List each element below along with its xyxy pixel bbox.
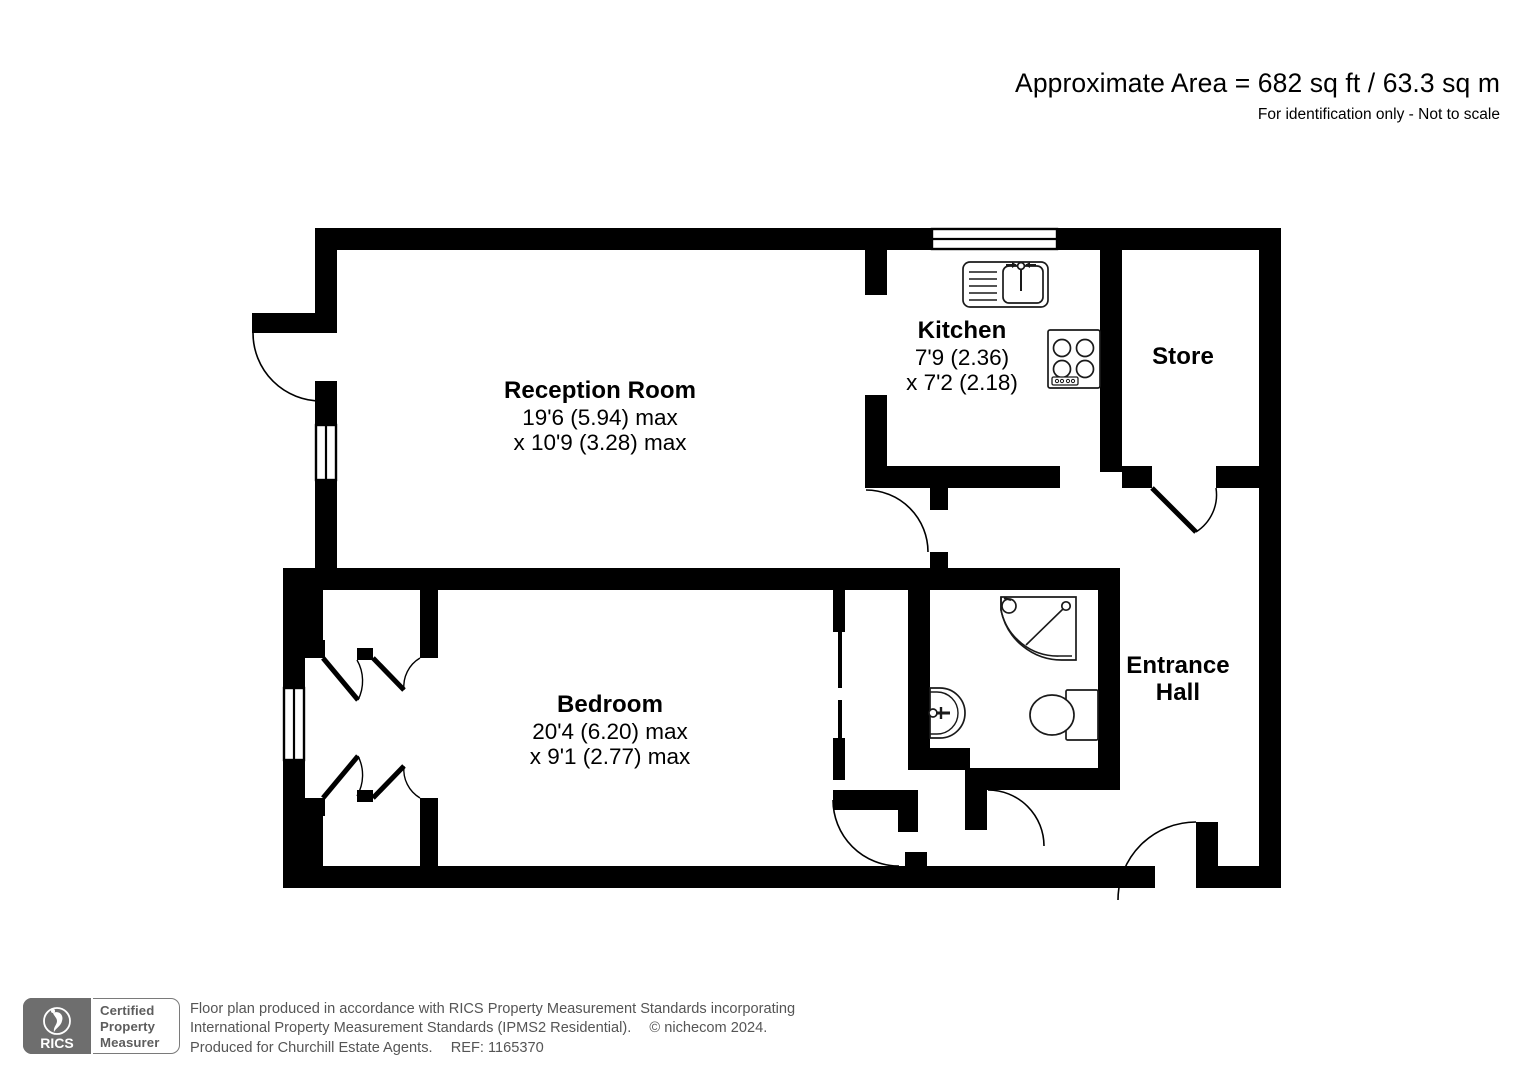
hob-icon <box>1047 329 1101 389</box>
legal-disclaimer: Floor plan produced in accordance with R… <box>190 1000 795 1058</box>
rics-certified-badge: RICS Certified Property Measurer <box>23 998 180 1054</box>
bathroom-door <box>965 789 1045 847</box>
legal-line-1: Floor plan produced in accordance with R… <box>190 1001 796 1017</box>
kitchen-fixtures <box>962 261 1101 389</box>
floor-plan <box>252 227 1281 901</box>
badge-line-1: Certified <box>100 1003 155 1018</box>
store-door <box>1150 486 1218 534</box>
legal-line-2a: International Property Measurement Stand… <box>190 1020 632 1037</box>
reception-left-window <box>314 423 338 482</box>
reception-entry-door <box>252 332 337 403</box>
footer: RICS Certified Property Measurer Floor p… <box>0 990 1527 1080</box>
badge-line-3: Measurer <box>100 1035 160 1050</box>
wash-basin-icon <box>928 687 966 739</box>
approximate-area-title: Approximate Area = 682 sq ft / 63.3 sq m <box>1015 68 1500 98</box>
reference-number: REF: 1165370 <box>450 1039 544 1056</box>
area-disclaimer: For identification only - Not to scale <box>1257 106 1500 123</box>
front-door <box>1117 821 1197 901</box>
bedroom-left-window <box>282 686 306 762</box>
legal-line-3a: Produced for Churchill Estate Agents. <box>190 1039 433 1056</box>
header: Approximate Area = 682 sq ft / 63.3 sq m… <box>0 0 1527 140</box>
doors <box>252 332 1218 901</box>
sink-icon <box>962 261 1049 308</box>
badge-line-2: Property <box>100 1019 156 1034</box>
walls <box>252 228 1281 888</box>
floor-plan-drawing <box>252 227 1281 901</box>
shower-quadrant-icon <box>1000 596 1077 661</box>
bedroom-wardrobe-doors-upper <box>321 656 421 702</box>
toilet-icon <box>1029 689 1099 741</box>
windows <box>282 227 1059 762</box>
bathroom-fixtures <box>928 596 1099 741</box>
copyright-notice: © nichecom 2024. <box>649 1020 768 1037</box>
reception-to-hall-door <box>865 489 929 553</box>
kitchen-top-window <box>930 227 1059 251</box>
rics-logo-icon: RICS <box>23 998 91 1054</box>
bedroom-door <box>832 799 900 867</box>
svg-text:RICS: RICS <box>40 1035 73 1051</box>
bedroom-wardrobe-doors-lower <box>321 754 421 800</box>
rics-badge-text: Certified Property Measurer <box>93 998 180 1054</box>
